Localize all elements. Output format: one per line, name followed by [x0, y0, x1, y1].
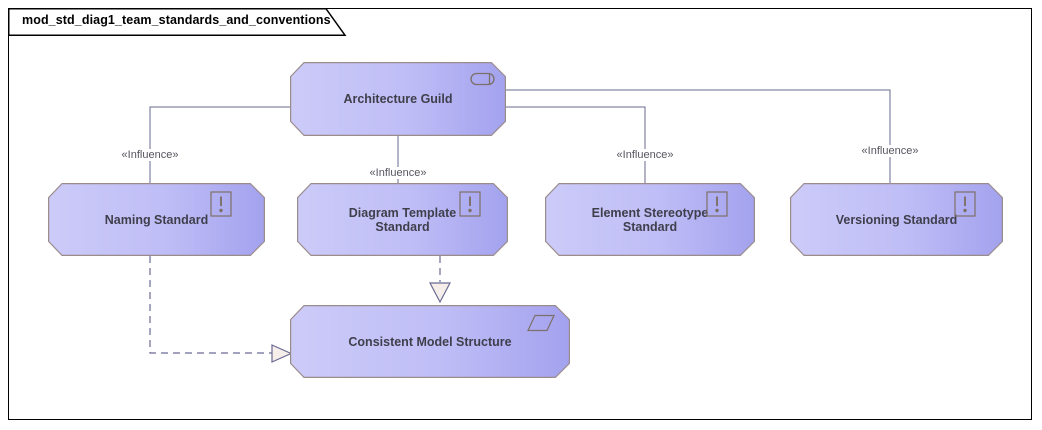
diagram-frame	[8, 8, 1032, 420]
node-consistent-model-structure[interactable]: Consistent Model Structure	[290, 305, 570, 378]
diagram-title-tab[interactable]: mod_std_diag1_team_standards_and_convent…	[8, 8, 348, 36]
node-diagram-template-standard[interactable]: Diagram Template Standard	[297, 183, 508, 256]
relationship-label-influence-element-stereotype: «Influence»	[614, 149, 676, 161]
node-versioning-standard[interactable]: Versioning Standard	[790, 183, 1003, 256]
relationship-label-influence-versioning: «Influence»	[859, 145, 921, 157]
page-title: mod_std_diag1_team_standards_and_convent…	[22, 13, 331, 27]
relationship-label-influence-diagram-template: «Influence»	[367, 167, 429, 179]
relationship-label-influence-naming: «Influence»	[119, 149, 181, 161]
node-element-stereotype-standard[interactable]: Element Stereotype Standard	[545, 183, 755, 256]
node-architecture-guild[interactable]: Architecture Guild	[290, 62, 506, 136]
node-naming-standard[interactable]: Naming Standard	[48, 183, 265, 256]
